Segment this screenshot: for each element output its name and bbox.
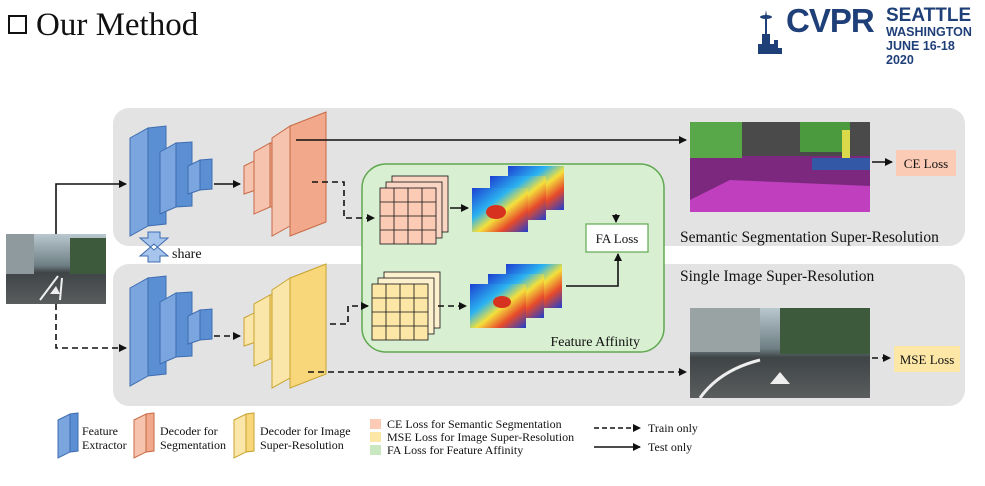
legend-fa-desc: FA Loss for Feature Affinity <box>387 443 524 457</box>
mse-loss-box <box>894 346 960 372</box>
legend-decoder-seg: Decoder for Segmentation <box>160 424 226 452</box>
legend-test-only: Test only <box>648 440 693 454</box>
legend-encoder-icon <box>57 412 79 459</box>
ce-loss-box <box>896 150 956 176</box>
legend-feature-extractor: Feature Extractor <box>82 424 127 452</box>
cvpr-logo: CVPR SEATTLE WASHINGTON JUNE 16-18 2020 <box>748 2 978 67</box>
input-image <box>6 234 106 304</box>
logo-dates: JUNE 16-18 2020 <box>886 39 955 67</box>
bottom-affinity-grid <box>371 271 441 341</box>
top-stage-label: Semantic Segmentation Super-Resolution <box>680 229 939 246</box>
legend-train-only: Train only <box>648 421 698 435</box>
test-path-arrows <box>55 136 893 287</box>
logo-word: CVPR <box>786 2 875 39</box>
share-arrow <box>138 231 170 263</box>
seattle-skyline-icon <box>758 10 782 54</box>
legend-mse-swatch <box>370 432 381 442</box>
share-label: share <box>172 247 202 262</box>
legend-mse-desc: MSE Loss for Image Super-Resolution <box>387 430 575 444</box>
page-title: Our Method <box>36 7 199 43</box>
sr-decoder-block <box>243 263 327 389</box>
mse-loss-label: MSE Loss <box>900 352 955 367</box>
legend-ce-swatch <box>370 419 381 429</box>
legend-decoder-sr-icon <box>233 412 255 459</box>
sr-output-image <box>690 308 870 399</box>
ce-loss-label: CE Loss <box>904 156 948 171</box>
bottom-heatmap-stack <box>470 264 562 328</box>
legend-decoder-sr: Decoder for Image Super-Resolution <box>260 424 351 452</box>
logo-state: WASHINGTON <box>886 25 972 39</box>
segmentation-output-image <box>690 122 870 212</box>
top-encoder-block <box>129 125 213 237</box>
logo-city: SEATTLE <box>886 5 972 26</box>
top-affinity-grid <box>379 175 449 245</box>
segmentation-decoder-block <box>243 111 327 237</box>
bottom-stage-label: Single Image Super-Resolution <box>680 268 875 285</box>
bottom-encoder-block <box>129 275 213 387</box>
legend-decoder-seg-icon <box>133 412 155 459</box>
legend-fa-swatch <box>370 445 381 455</box>
feature-affinity-label: Feature Affinity <box>550 335 640 350</box>
legend-ce-desc: CE Loss for Semantic Segmentation <box>387 417 562 431</box>
fa-loss-label: FA Loss <box>596 231 639 246</box>
fa-loss-box <box>585 223 649 253</box>
checkbox-icon <box>8 15 27 34</box>
train-path-arrows <box>55 181 891 376</box>
top-heatmap-stack <box>472 166 564 232</box>
